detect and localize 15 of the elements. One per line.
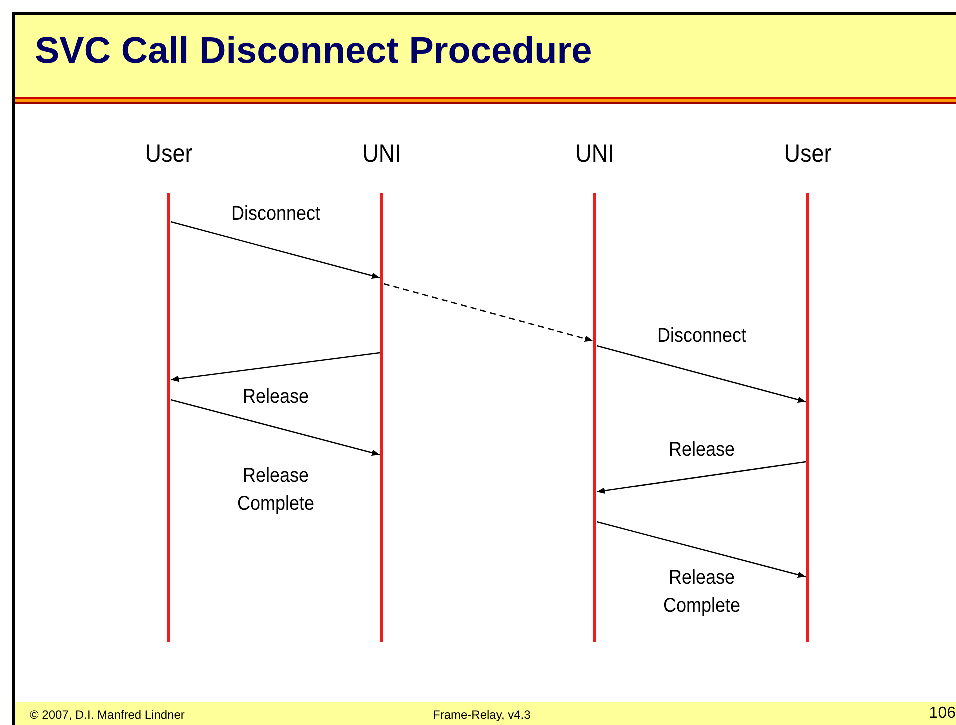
- message-arrow: [596, 521, 806, 578]
- footer-text: © 2007, D.I. Manfred Lindner: [30, 708, 185, 722]
- message-arrow: [596, 461, 806, 494]
- footer-text: Frame-Relay, v4.3: [433, 708, 531, 722]
- message-arrow: [170, 352, 380, 382]
- message-arrow: [170, 221, 380, 280]
- participant-name: UNI: [362, 140, 402, 169]
- dashed-arrow: [384, 283, 594, 342]
- message-arrow: [170, 399, 380, 456]
- slide-title: SVC Call Disconnect Procedure: [35, 30, 592, 72]
- message-arrow: [596, 345, 806, 404]
- participant-name: UNI: [574, 140, 616, 169]
- page-number: 106: [929, 705, 956, 723]
- participant-name: User: [144, 140, 194, 169]
- participant-name: User: [783, 140, 833, 169]
